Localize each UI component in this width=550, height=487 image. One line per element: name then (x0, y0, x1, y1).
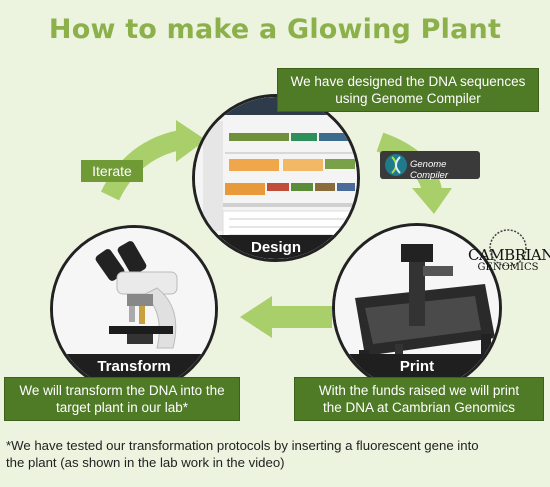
transform-circle: Transform (50, 225, 218, 393)
arrow-design-to-print-head (412, 188, 452, 214)
iterate-label: Iterate (81, 160, 143, 182)
print-circle: Print (332, 223, 502, 393)
cambrian-genomics-logo: CAMBRIAN GENOMICS (468, 229, 550, 273)
transform-description-line-2: target plant in our lab* (55, 400, 189, 415)
cambrian-logo-line-2: GENOMICS (477, 262, 539, 273)
arrow-iterate-to-design-head (176, 120, 206, 162)
cambrian-ring-icon (489, 229, 527, 266)
step-label-design: Design (195, 235, 357, 259)
genome-compiler-logo: Genome Compiler (380, 151, 480, 181)
arrow-iterate-to-design (100, 130, 183, 201)
page-title: How to make a Glowing Plant (48, 14, 502, 45)
arrow-print-to-transform-head (240, 296, 272, 338)
design-circle: Design (192, 94, 360, 262)
design-description-line-2: using Genome Compiler (335, 91, 481, 106)
footnote-line-2: the plant (as shown in the lab work in t… (6, 455, 285, 470)
genome-compiler-logo-text: Genome Compiler (410, 159, 449, 181)
dna-helix-icon (385, 154, 407, 176)
design-description-line-1: We have designed the DNA sequences (290, 74, 526, 89)
footnote-line-1: *We have tested our transformation proto… (6, 438, 479, 453)
arrow-print-to-transform (272, 306, 332, 328)
design-description: We have designed the DNA sequences using… (277, 68, 539, 112)
print-description-line-2: the DNA at Cambrian Genomics (322, 400, 516, 415)
footnote: *We have tested our transformation proto… (6, 437, 546, 471)
cambrian-logo-line-1: CAMBRIAN (468, 246, 550, 264)
print-description-line-1: With the funds raised we will print (318, 383, 520, 398)
transform-description-line-1: We will transform the DNA into the (19, 383, 225, 398)
print-description: With the funds raised we will print the … (294, 377, 544, 421)
transform-description: We will transform the DNA into the targe… (4, 377, 240, 421)
